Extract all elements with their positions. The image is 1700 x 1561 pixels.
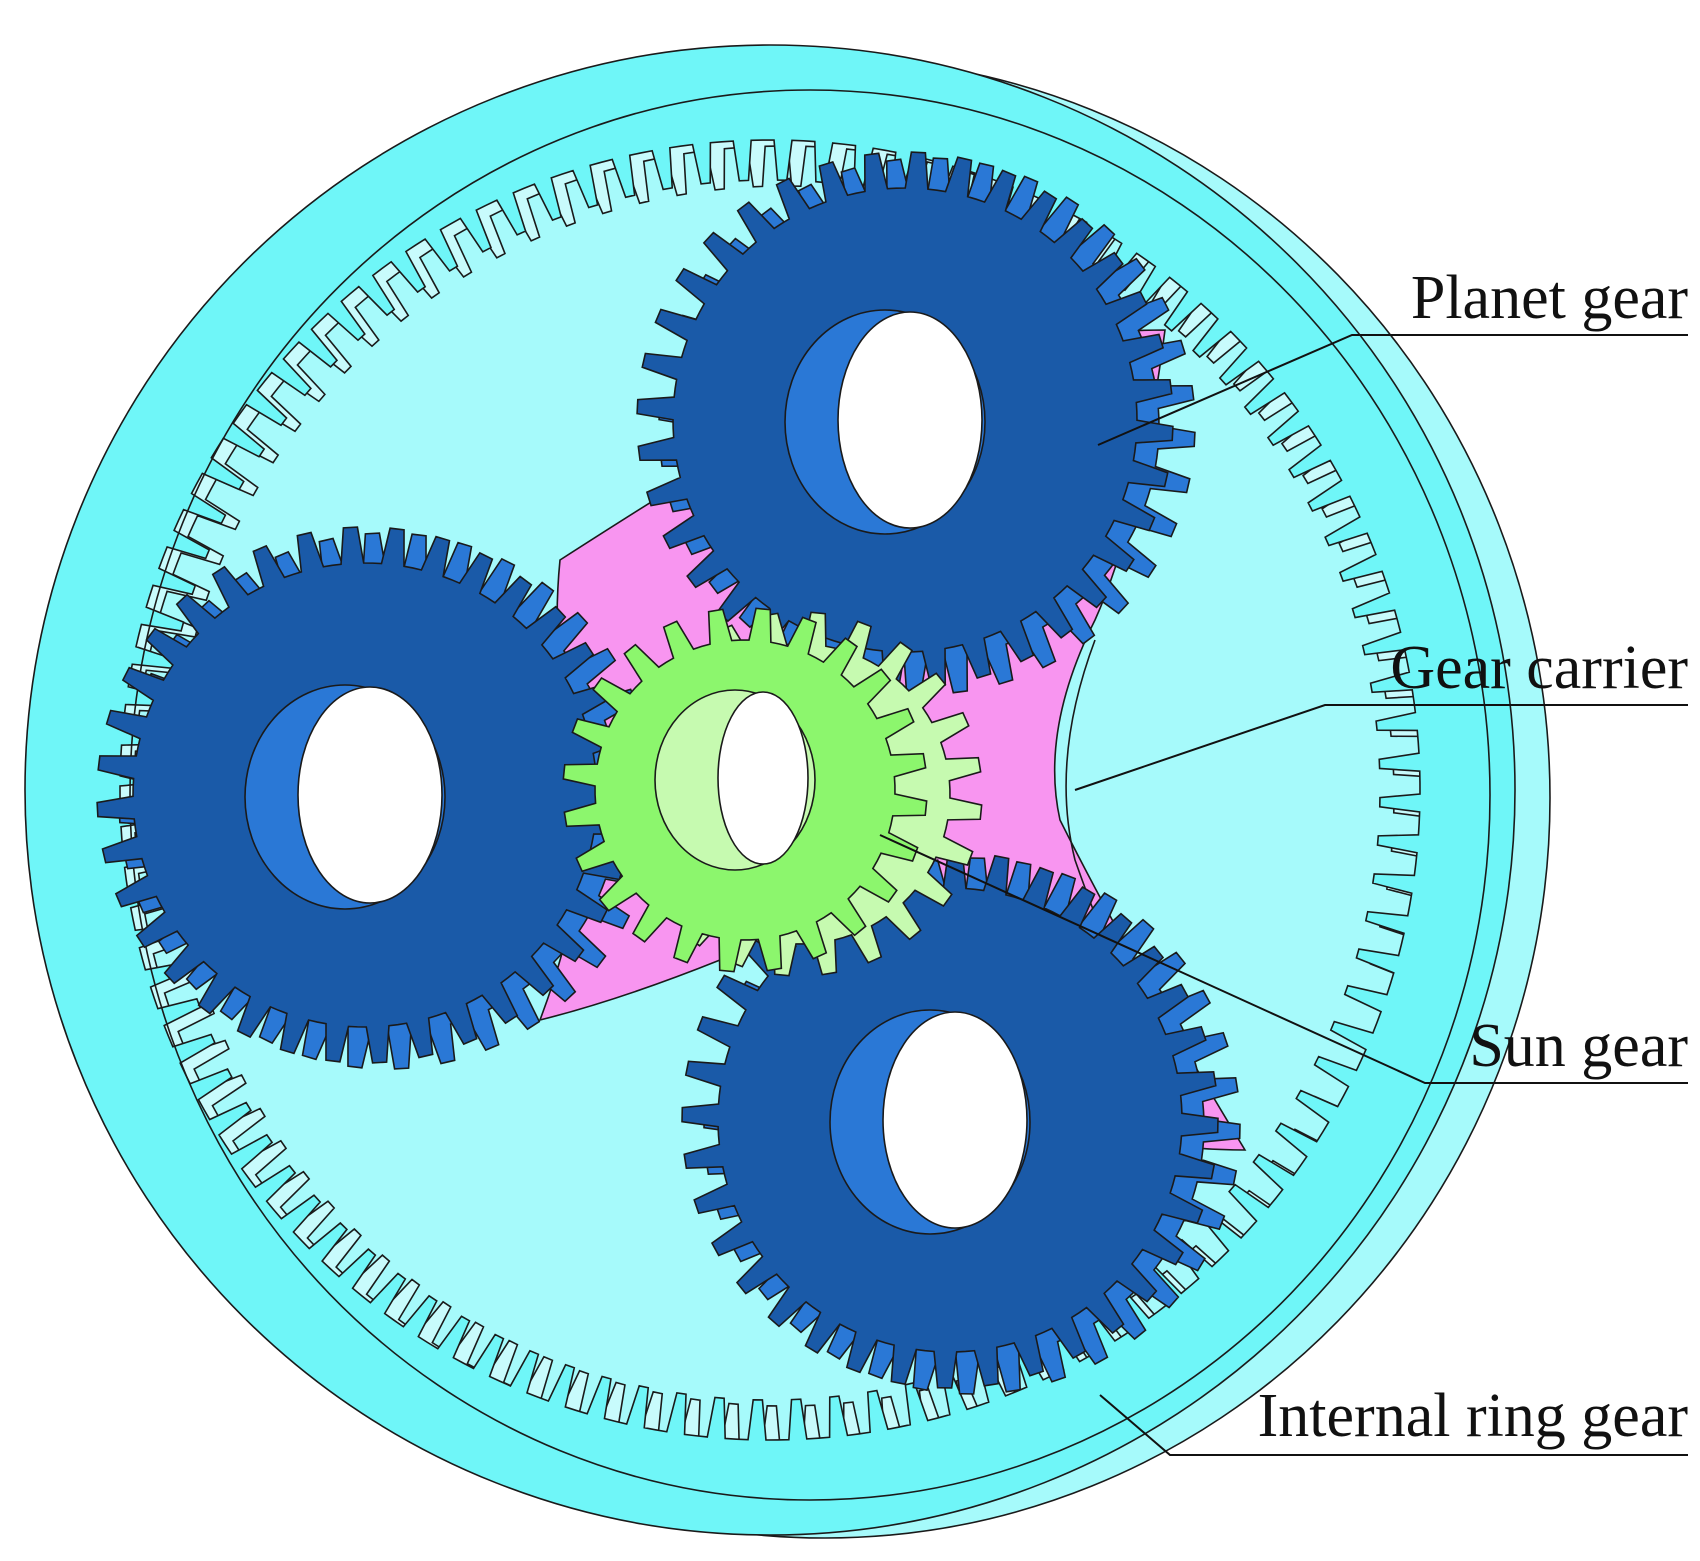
leader-line-carrier — [1074, 704, 1688, 791]
sun-gear-bore — [717, 691, 809, 865]
ring-inner-rim-edge — [129, 89, 1491, 1501]
leader-line-planet — [1097, 334, 1688, 446]
label-planet-gear: Planet gear — [1411, 264, 1689, 332]
planet-gear-bottom — [681, 851, 1241, 1395]
label-gear-carrier: Gear carrier — [1390, 634, 1688, 702]
callout-internal-ring-gear: Internal ring gear — [1099, 1382, 1689, 1456]
callout-planet-gear: Planet gear — [1097, 264, 1689, 446]
planet-gear-bore — [882, 1011, 1028, 1229]
leader-line-ring — [1099, 1394, 1688, 1456]
sun-gear — [562, 607, 983, 977]
callout-gear-carrier: Gear carrier — [1074, 634, 1688, 791]
leader-line-sun — [879, 834, 1688, 1084]
label-internal-ring-gear: Internal ring gear — [1258, 1382, 1689, 1450]
label-sun-gear: Sun gear — [1469, 1012, 1688, 1080]
planet-gear-bore — [837, 311, 983, 529]
planet-gear-top — [636, 151, 1196, 695]
planet-gear-bore — [297, 686, 443, 904]
planet-gear-left — [96, 526, 656, 1070]
callout-sun-gear: Sun gear — [879, 834, 1688, 1084]
callout-labels: Planet gear Gear carrier Sun gear Intern… — [879, 264, 1689, 1456]
planet-gears — [96, 151, 1241, 1395]
